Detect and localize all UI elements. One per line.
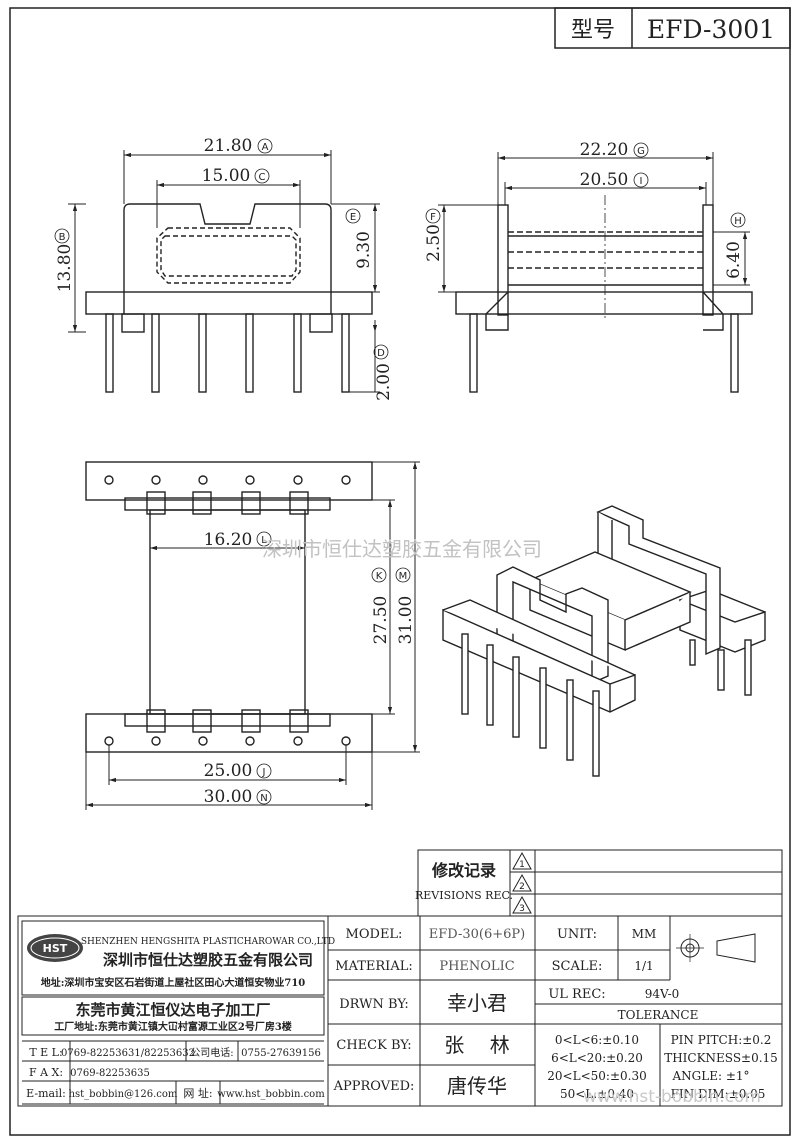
company-tel-value: 0755-27639156 xyxy=(241,1048,321,1059)
company-name-cn: 深圳市恒仕达塑胶五金有限公司 xyxy=(103,951,313,969)
dim-H-letter: H xyxy=(734,216,742,227)
top-view xyxy=(85,461,373,753)
unit-value: MM xyxy=(632,927,657,941)
revisions-label-cn: 修改记录 xyxy=(431,861,496,880)
web-label: 网 址: xyxy=(183,1086,212,1100)
approved-label: APPROVED: xyxy=(333,1079,415,1094)
model-label: MODEL: xyxy=(346,927,403,942)
company-name-en: SHENZHEN HENGSHITA PLASTICHAROWAR CO.,LT… xyxy=(81,937,335,947)
projection-symbol-icon xyxy=(676,933,756,963)
check-label: CHECK BY: xyxy=(336,1038,411,1053)
dim-A-value: 21.80 xyxy=(204,136,253,156)
company-address: 地址:深圳市宝安区石岩街道上屋社区田心大道恒安物业710 xyxy=(41,976,306,989)
dim-A-letter: A xyxy=(262,142,269,153)
tel-label: T E L: xyxy=(29,1046,62,1059)
logo-text: HST xyxy=(43,942,68,955)
material-value: PHENOLIC xyxy=(439,959,514,974)
dim-K-letter: K xyxy=(376,571,383,582)
dim-L-value: 16.20 xyxy=(204,530,253,550)
front-view xyxy=(85,203,373,393)
top-view-dim-text: 16.20 L 27.50 K 31.00 M 25.00 J 30.00 N xyxy=(204,530,416,807)
revision-1: 1 xyxy=(519,860,525,870)
revision-2: 2 xyxy=(519,882,525,892)
tol-2: 6<L<20:±0.20 xyxy=(551,1051,643,1065)
model-value: EFD-30(6+6P) xyxy=(429,927,525,942)
dim-C-letter: C xyxy=(259,172,266,183)
dim-M-value: 31.00 xyxy=(396,596,416,645)
sheet-border xyxy=(9,7,791,1136)
revision-3: 3 xyxy=(519,904,525,914)
company-tel-label: 公司电话: xyxy=(190,1046,233,1059)
dim-G-letter: G xyxy=(637,146,645,157)
dim-K-value: 27.50 xyxy=(371,596,391,645)
spec-table xyxy=(327,915,783,1107)
dim-J-letter: J xyxy=(262,767,266,778)
dim-M-letter: M xyxy=(399,571,408,582)
ul-label: UL REC: xyxy=(548,987,605,1002)
angle: ANGLE: ±1° xyxy=(671,1069,749,1083)
dim-N-letter: N xyxy=(260,793,267,804)
tol-1: 0<L<6:±0.10 xyxy=(555,1033,639,1047)
dim-I-letter: I xyxy=(640,176,643,187)
top-view-dims xyxy=(85,461,420,810)
fax-label: F A X: xyxy=(29,1066,63,1079)
watermark-center: 深圳市恒仕达塑胶五金有限公司 xyxy=(262,537,542,561)
tolerance-label: TOLERANCE xyxy=(618,1008,699,1022)
dim-B-letter: B xyxy=(59,232,66,243)
scale-value: 1/1 xyxy=(634,959,653,973)
dim-F-value: 2.50 xyxy=(424,224,444,262)
title-block: 型号 EFD-3001 xyxy=(554,7,791,49)
dim-C-value: 15.00 xyxy=(202,166,251,186)
side-view-dims xyxy=(438,152,750,293)
dim-B-value: 13.80 xyxy=(55,244,75,293)
dim-E-letter: E xyxy=(350,212,356,223)
ul-value: 94V-0 xyxy=(645,987,680,1001)
dim-I-value: 20.50 xyxy=(580,170,629,190)
isometric-view xyxy=(442,505,766,777)
dim-F-letter: F xyxy=(430,212,436,223)
check-value: 张 林 xyxy=(444,1033,509,1057)
dim-J-value: 25.00 xyxy=(204,761,253,781)
scale-label: SCALE: xyxy=(552,959,603,974)
email-value: hst_bobbin@126.com xyxy=(69,1089,178,1100)
front-view-dim-text: 21.80 A 15.00 C 13.80 B 9.30 E 2.00 D xyxy=(54,136,394,401)
factory-name: 东莞市黄江恒仪达电子加工厂 xyxy=(75,1001,270,1019)
dim-H-value: 6.40 xyxy=(724,241,744,279)
email-label: E-mail: xyxy=(26,1087,66,1100)
fax-value: 0769-82253635 xyxy=(70,1068,150,1079)
pin-pitch: PIN PITCH:±0.2 xyxy=(671,1033,772,1047)
type-label: 型号 xyxy=(571,18,615,43)
part-number: EFD-3001 xyxy=(647,15,775,44)
side-view-dim-text: 22.20 G 20.50 I 2.50 F H 6.40 xyxy=(424,140,746,279)
material-label: MATERIAL: xyxy=(335,959,412,974)
web-value: www.hst_bobbin.com xyxy=(217,1089,325,1100)
dim-N-value: 30.00 xyxy=(204,787,253,807)
company-logo: HST xyxy=(27,934,83,962)
revisions-label-en: REVISIONS REC. xyxy=(415,889,513,902)
side-view xyxy=(455,195,753,393)
revisions-block xyxy=(417,849,783,917)
tel-value: 0769-82253631/82253632 xyxy=(61,1048,195,1059)
drawn-value: 幸小君 xyxy=(447,991,507,1015)
watermark-bottom: www.hst-bobbin.com xyxy=(583,1087,761,1107)
company-block xyxy=(17,915,329,1107)
tol-4: 50<L:±0.40 xyxy=(560,1087,634,1101)
tol-3: 20<L<50:±0.30 xyxy=(547,1069,646,1083)
dim-D-value: 2.00 xyxy=(374,363,394,401)
drawn-label: DRWN BY: xyxy=(339,997,408,1012)
dim-G-value: 22.20 xyxy=(580,140,629,160)
thickness: THICKNESS±0.15 xyxy=(664,1051,778,1065)
factory-address: 工厂地址:东莞市黄江镇大冚村富源工业区2号厂房3楼 xyxy=(54,1020,292,1033)
dim-L-letter: L xyxy=(261,535,267,546)
unit-label: UNIT: xyxy=(557,927,597,942)
approved-value: 唐传华 xyxy=(447,1074,507,1098)
front-view-dims xyxy=(68,150,380,393)
dim-E-value: 9.30 xyxy=(354,231,374,269)
fin-dim: FIN DIM:±0.05 xyxy=(671,1087,766,1101)
dim-D-letter: D xyxy=(377,348,385,359)
